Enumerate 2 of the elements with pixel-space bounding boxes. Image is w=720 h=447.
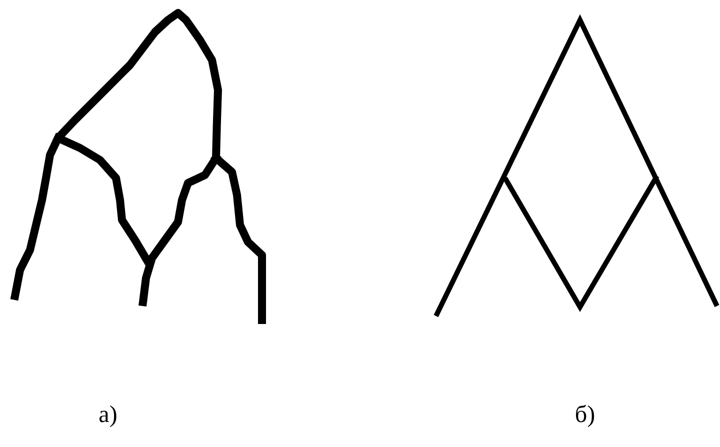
panel-label: б) xyxy=(574,402,596,429)
panel-label: а) xyxy=(98,402,118,429)
